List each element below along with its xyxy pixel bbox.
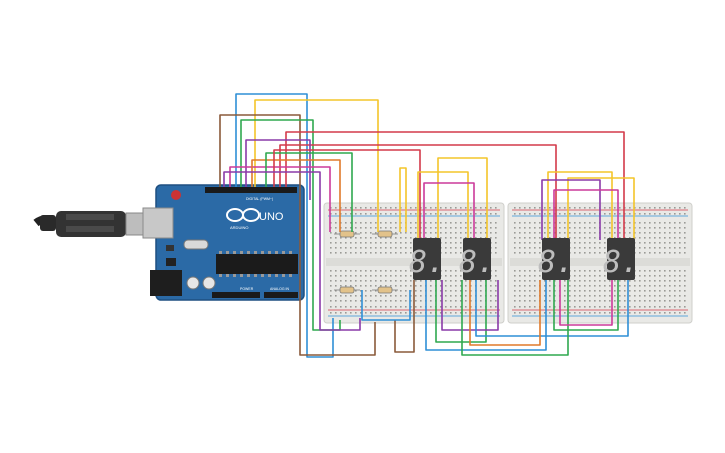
seven-segment-display: 8. [603, 238, 639, 280]
wire [219, 114, 376, 356]
wire [423, 182, 475, 240]
atmega-chip [216, 254, 298, 274]
usb-cable [33, 211, 157, 237]
digital-header-label: DIGITAL (PWM~) [246, 197, 273, 201]
display-digit: 8. [603, 245, 639, 280]
wire [223, 171, 361, 331]
wire [273, 149, 421, 240]
wire [240, 119, 341, 331]
wire [461, 280, 569, 356]
wire [469, 280, 541, 346]
wire [553, 280, 619, 331]
resistor [372, 230, 398, 238]
wire [245, 139, 311, 200]
display-digit: 8. [409, 245, 445, 280]
jumper-wires [219, 93, 635, 358]
wire [265, 152, 353, 232]
display-digit: 8. [538, 245, 574, 280]
analog-header-label: ANALOG IN [270, 287, 290, 291]
wire [559, 280, 613, 326]
wire [254, 99, 379, 232]
resistor [334, 230, 360, 238]
analog-header [264, 292, 298, 298]
wire [425, 280, 547, 351]
board-brand-label: ARDUINO [230, 225, 248, 230]
power-header-label: POWER [240, 287, 254, 291]
wire [235, 93, 334, 358]
wire [361, 290, 411, 321]
seven-segment-display: 8. [409, 238, 445, 280]
wire [251, 159, 341, 232]
resistors [334, 230, 398, 294]
wire [279, 144, 557, 240]
display-digit: 8. [459, 245, 495, 280]
resistor [372, 286, 398, 294]
arduino-logo [226, 208, 260, 222]
resistor [334, 286, 360, 294]
digital-header [205, 187, 297, 193]
wire [553, 189, 619, 240]
wire [547, 171, 613, 240]
seven-segment-displays: 8. 8. 8. 8. [409, 238, 639, 280]
seven-segment-display: 8. [459, 238, 495, 280]
wire [394, 280, 415, 353]
wire [567, 177, 635, 240]
wire [437, 157, 488, 240]
wire [541, 179, 601, 240]
power-header [212, 292, 260, 298]
wire [475, 280, 629, 337]
arduino-uno-board[interactable]: UNO ARDUINO DIGITAL (PWM~) POWER ANALOG … [142, 184, 305, 301]
reset-button[interactable] [171, 190, 181, 200]
seven-segment-display: 8. [538, 238, 574, 280]
wire [435, 280, 487, 343]
wire [229, 166, 331, 232]
board-model-label: UNO [259, 211, 284, 223]
wire [417, 171, 469, 240]
wire [399, 167, 407, 232]
